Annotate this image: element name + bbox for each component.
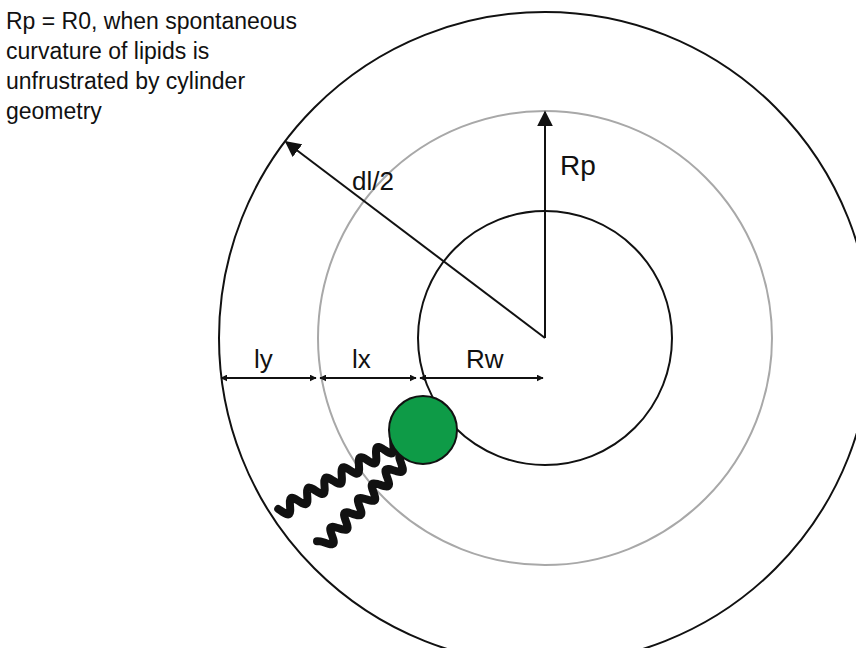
- dimension-arrow: [221, 377, 316, 379]
- dimension-label: dl/2: [352, 166, 394, 197]
- diameter-arrow: [286, 142, 545, 338]
- lipid-head: [389, 396, 457, 464]
- dimension-label: Rp: [560, 150, 596, 182]
- dimension-label: ly: [254, 344, 273, 375]
- dimension-label: lx: [352, 344, 371, 375]
- middle-circle: [318, 111, 772, 565]
- lipid-tail: [317, 455, 408, 545]
- annotation-note: Rp = R0, when spontaneous curvature of l…: [6, 6, 306, 126]
- radius-arrow: [544, 112, 546, 338]
- dimension-label: Rw: [466, 344, 504, 375]
- outer-circle: [219, 12, 856, 648]
- dimension-arrow: [420, 377, 543, 379]
- dimension-arrow: [320, 377, 416, 379]
